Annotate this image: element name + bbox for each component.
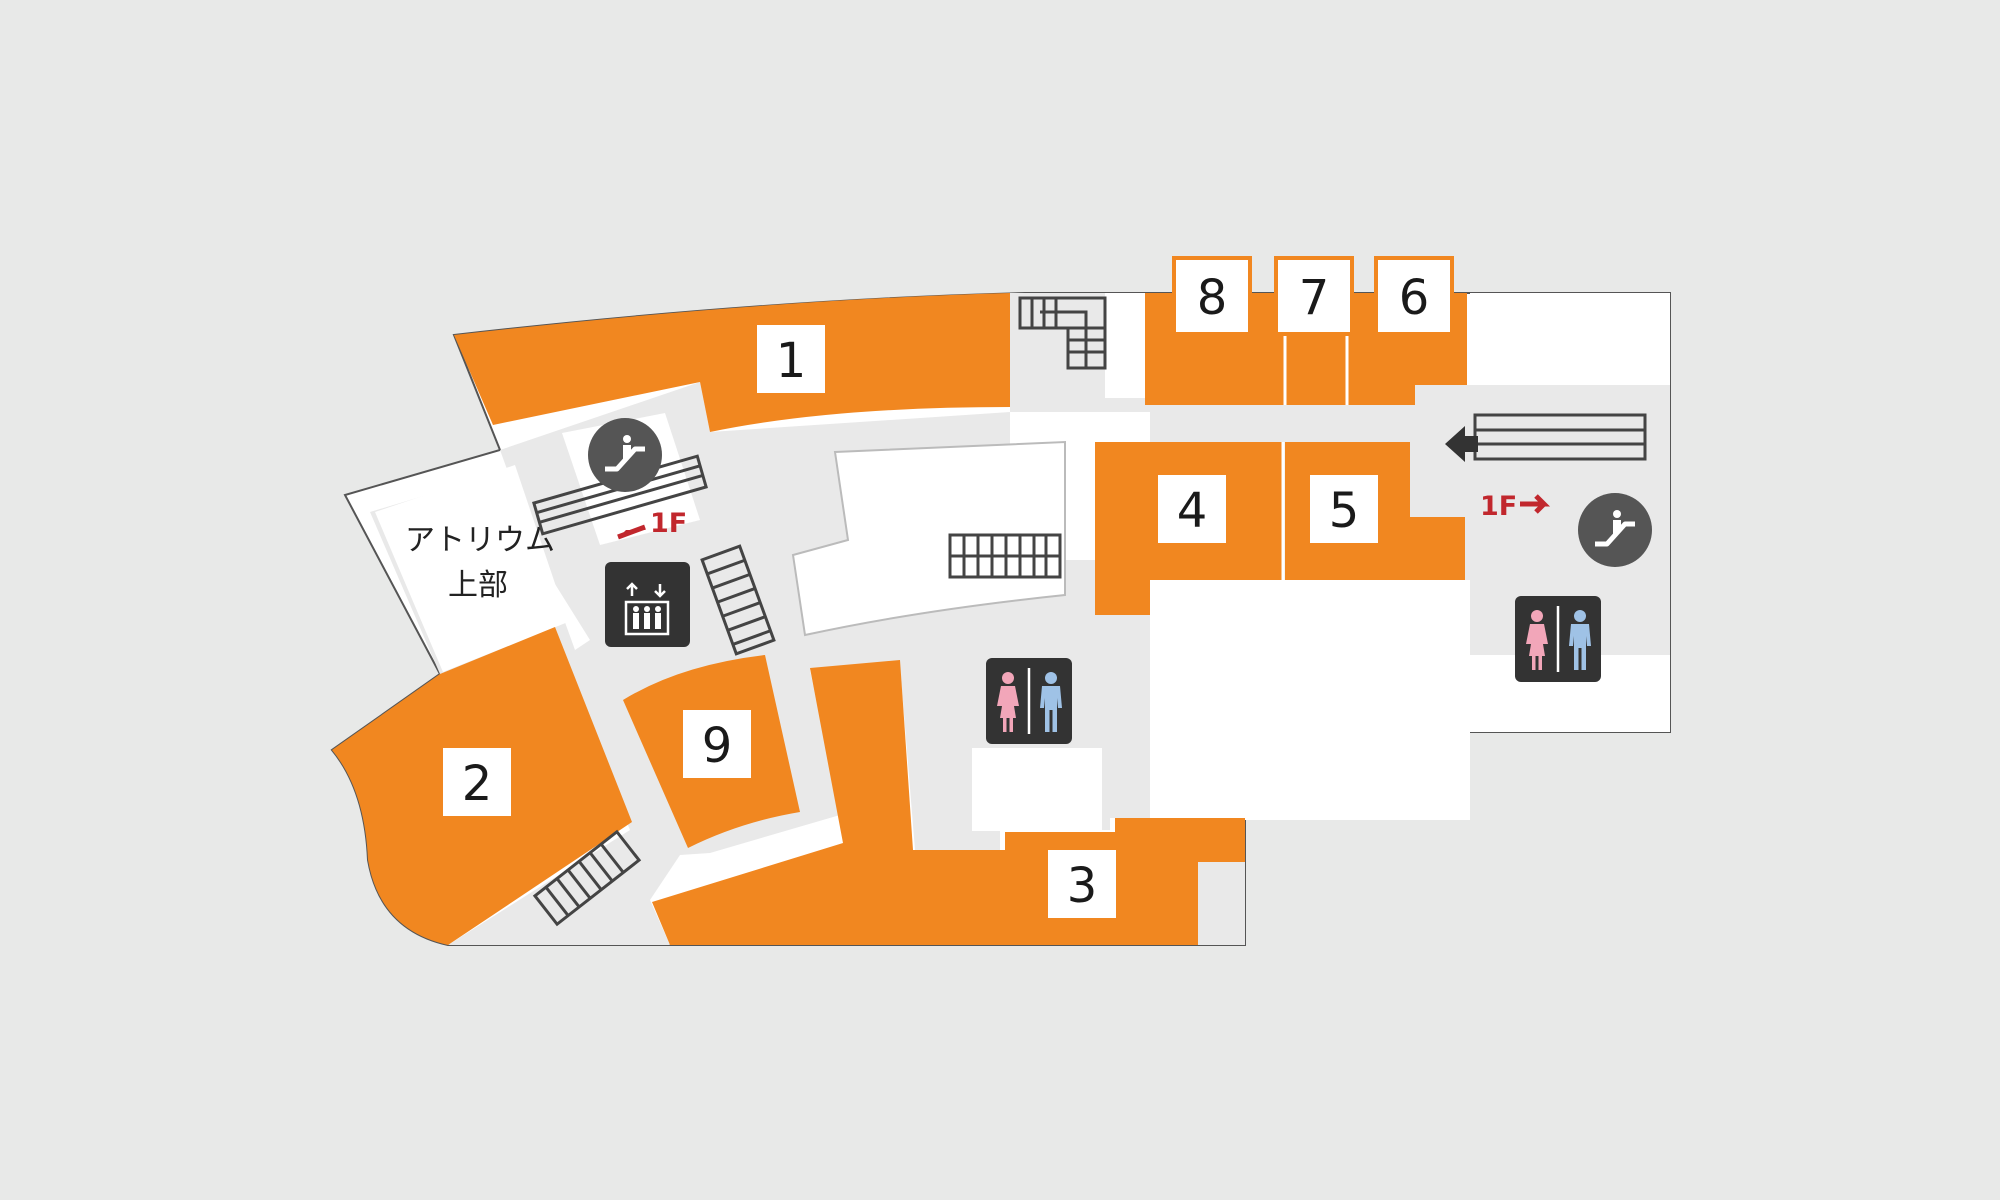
- stairs-bottom-left: [532, 829, 642, 927]
- white-areas: [375, 293, 1670, 831]
- restroom-center[interactable]: [986, 658, 1072, 744]
- svg-text:7: 7: [1299, 270, 1330, 326]
- svg-text:1F: 1F: [650, 508, 687, 539]
- shop-8-label[interactable]: 8: [1172, 256, 1252, 336]
- elevator[interactable]: [605, 562, 690, 647]
- svg-text:8: 8: [1197, 270, 1228, 326]
- svg-text:アトリウム: アトリウム: [405, 523, 555, 558]
- escalator-left[interactable]: 1F: [532, 418, 708, 540]
- shop-5-label[interactable]: 5: [1310, 475, 1378, 543]
- arrow-left-icon: [1445, 426, 1478, 462]
- svg-text:上部: 上部: [448, 568, 508, 603]
- center-void: [791, 440, 1066, 637]
- svg-text:4: 4: [1177, 483, 1208, 539]
- shop-4-label[interactable]: 4: [1158, 475, 1226, 543]
- svg-text:3: 3: [1067, 858, 1098, 914]
- shop-1-label[interactable]: 1: [757, 325, 825, 393]
- atrium-label: アトリウム 上部: [405, 523, 555, 603]
- svg-text:1: 1: [776, 333, 807, 389]
- stairs-left: [700, 544, 776, 656]
- svg-text:9: 9: [702, 718, 733, 774]
- shop-9-label[interactable]: 9: [683, 710, 751, 778]
- shop-1-area[interactable]: [454, 293, 1010, 432]
- atrium-void: [375, 465, 568, 672]
- svg-text:5: 5: [1329, 483, 1360, 539]
- shop-3-label[interactable]: 3: [1048, 850, 1116, 918]
- svg-text:1F: 1F: [1480, 491, 1517, 522]
- shop-6-label[interactable]: 6: [1374, 256, 1454, 336]
- stairs-center: [948, 533, 1062, 579]
- escalator-right[interactable]: 1F: [1445, 413, 1652, 567]
- stairs-top: [1018, 296, 1107, 370]
- svg-text:6: 6: [1399, 270, 1430, 326]
- arrow-right-icon: [1520, 494, 1551, 514]
- svg-text:2: 2: [462, 756, 493, 812]
- restroom-right[interactable]: [1515, 596, 1601, 682]
- shop-labels: 1 2 3 4 5 9 8 7: [443, 256, 1454, 918]
- shop-2-label[interactable]: 2: [443, 748, 511, 816]
- shop-7-label[interactable]: 7: [1274, 256, 1354, 336]
